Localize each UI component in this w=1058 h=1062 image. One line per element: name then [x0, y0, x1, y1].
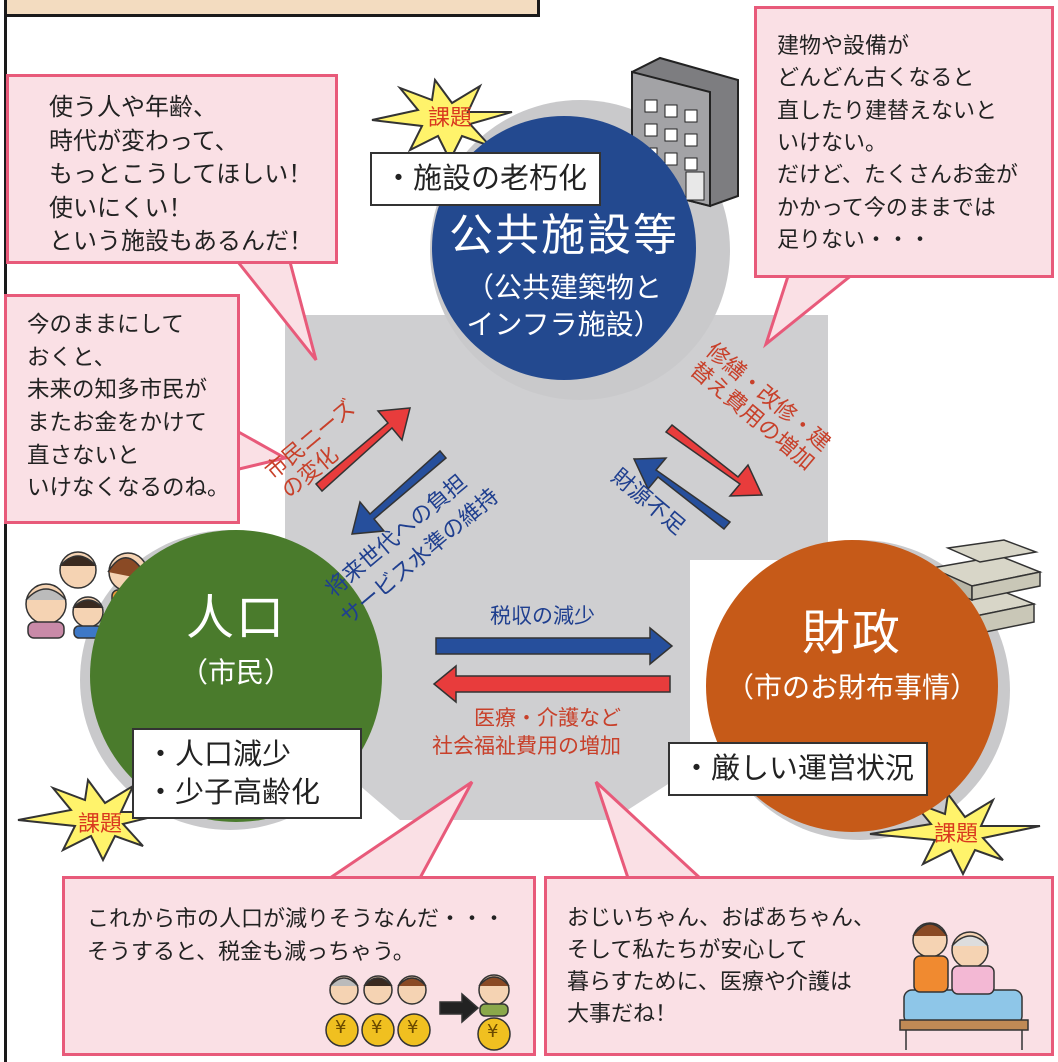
finance-title: 財政 [801, 605, 902, 662]
population-issue-2: ・少子高齢化 [146, 774, 321, 809]
bubble-top-left-line: もっとこうしてほしい！ [49, 160, 313, 189]
arrow-pop-to-fin [435, 626, 674, 666]
bubble-top-right-line: 足りない・・・ [777, 227, 932, 253]
bubble-bottom-right: おじいちゃん、おばあちゃん、 そして私たちが安心して 暮らすために、医療や介護は… [544, 876, 1054, 1056]
label-fin-to-pop-2: 社会福祉費用の増加 [432, 734, 621, 758]
facility-issue-box: ・施設の老朽化 [370, 152, 602, 206]
finance-issue-box: ・厳しい運営状況 [668, 742, 929, 796]
page-frame-line [4, 0, 7, 1062]
bubble-bottom-left-line: そうすると、税金も減っちゃう。 [87, 940, 415, 965]
arrow-fac-to-pop [351, 449, 448, 535]
issue-label-facility: 課題 [428, 106, 473, 131]
bubble-bottom-left: これから市の人口が減りそうなんだ・・・ そうすると、税金も減っちゃう。 [62, 876, 536, 1056]
coin-symbol-top-1: ¥ [335, 1017, 347, 1038]
bubble-top-right-line: どんどん古くなると [777, 66, 975, 92]
finance-issue-text: ・厳しい運営状況 [682, 751, 915, 785]
bubble-top-left-line: 時代が変わって、 [49, 126, 239, 155]
bubble-mid-left-line: 未来の知多市民が [27, 377, 208, 404]
coin-symbol-top-2: ¥ [371, 1017, 383, 1038]
bubble-bottom-left-line: これから市の人口が減りそうなんだ・・・ [87, 907, 506, 932]
bubble-top-right-line: 建物や設備が [777, 34, 910, 59]
bubble-top-right-line: かかって今のままでは [777, 195, 996, 221]
bubble-tail-top-left [234, 260, 318, 361]
coin-symbol-top-4: ¥ [487, 1021, 499, 1042]
facility-subtitle-1: （公共建築物と [465, 270, 662, 304]
finance-subtitle: （市のお財布事情） [725, 670, 978, 704]
bubble-top-right: 建物や設備が どんどん古くなると 直したり建替えないと いけない。 だけど、たく… [754, 6, 1054, 278]
facility-title: 公共施設等 [449, 209, 679, 261]
arrow-fin-to-fac [632, 457, 732, 531]
bubble-top-right-line: いけない。 [777, 130, 888, 156]
coin-symbol-top-3: ¥ [407, 1017, 419, 1038]
bubble-mid-left-line: おくと、 [27, 344, 117, 371]
bubble-mid-left: 今のままにして おくと、 未来の知多市民が またお金をかけて 直さないと いけな… [4, 294, 240, 524]
label-pop-to-fin: 税収の減少 [490, 604, 595, 628]
issue-label-population: 課題 [78, 812, 123, 837]
bubble-bottom-right-line: おじいちゃん、おばあちゃん、 [567, 906, 876, 931]
issue-burst-finance [869, 791, 1041, 877]
arrow-fac-to-fin [664, 423, 764, 497]
bubble-mid-left-line: またお金をかけて [27, 409, 208, 436]
bubble-mid-left-line: 今のままにして [27, 312, 184, 338]
bubble-mid-left-line: 直さないと [27, 442, 140, 469]
population-subtitle: （市民） [179, 655, 292, 689]
facility-issue-text: ・施設の老朽化 [384, 161, 588, 195]
bubble-top-right-line: だけど、たくさんお金が [777, 163, 1018, 189]
bubble-bottom-right-line: そして私たちが安心して [567, 937, 808, 963]
bubble-top-left-line: 使いにくい！ [49, 193, 193, 222]
arrow-fin-to-pop [432, 664, 671, 704]
bubble-mid-left-line: いけなくなるのね。 [27, 475, 230, 502]
population-title: 人口 [185, 590, 286, 647]
bubble-bottom-right-line: 暮らすために、医療や介護は [567, 969, 852, 995]
bubble-top-left-line: という施設もあるんだ！ [49, 227, 313, 256]
issue-burst-population [17, 777, 173, 863]
bubble-top-left: 使う人や年齢、 時代が変わって、 もっとこうしてほしい！ 使いにくい！ という施… [6, 74, 338, 264]
facility-subtitle-2: インフラ施設） [466, 308, 662, 342]
population-issue-1: ・人口減少 [146, 737, 292, 771]
top-comic-panel [4, 0, 540, 17]
arrow-pop-to-fac [314, 407, 411, 493]
issue-label-finance: 課題 [934, 822, 979, 847]
population-issue-box: ・人口減少 ・少子高齢化 [132, 728, 362, 820]
bubble-bottom-right-line: 大事だね！ [567, 1001, 678, 1027]
bubble-top-left-line: 使う人や年齢、 [49, 93, 217, 121]
label-fin-to-pop-1: 医療・介護など [474, 706, 621, 730]
bubble-top-right-line: 直したり建替えないと [777, 98, 998, 124]
